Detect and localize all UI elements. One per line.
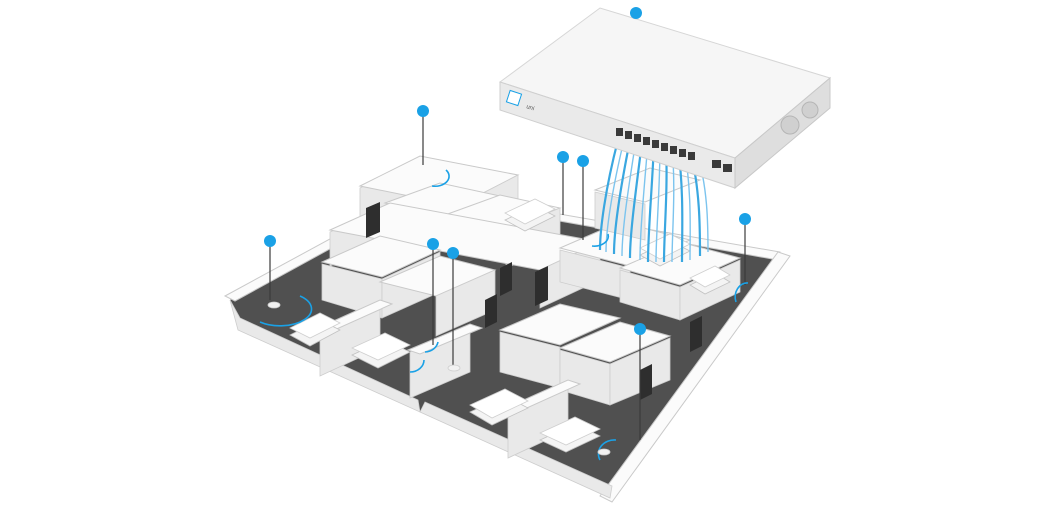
switch-ports [616, 128, 732, 172]
access-point-icon [597, 323, 646, 461]
fan-vent-icon [780, 115, 800, 135]
network-switch-icon: uni [498, 7, 832, 190]
access-point-pins [259, 7, 751, 461]
access-point-icon [557, 151, 569, 215]
access-point-icon [424, 238, 439, 353]
access-point-icon [259, 235, 313, 327]
door [366, 202, 380, 238]
fan-vent-icon [801, 101, 819, 119]
access-point-icon [417, 105, 450, 188]
door [640, 364, 652, 400]
door [535, 266, 548, 306]
access-point-icon [409, 247, 461, 373]
access-point-icon [577, 155, 610, 247]
access-point-icon [734, 213, 751, 303]
switch-status-led [505, 89, 523, 107]
door [500, 262, 512, 296]
door [485, 294, 497, 328]
switch-brand-label: uni [525, 104, 534, 112]
room-walls-upper [328, 155, 602, 309]
access-point-icon [630, 7, 642, 19]
door [690, 316, 702, 352]
beds [289, 198, 731, 453]
